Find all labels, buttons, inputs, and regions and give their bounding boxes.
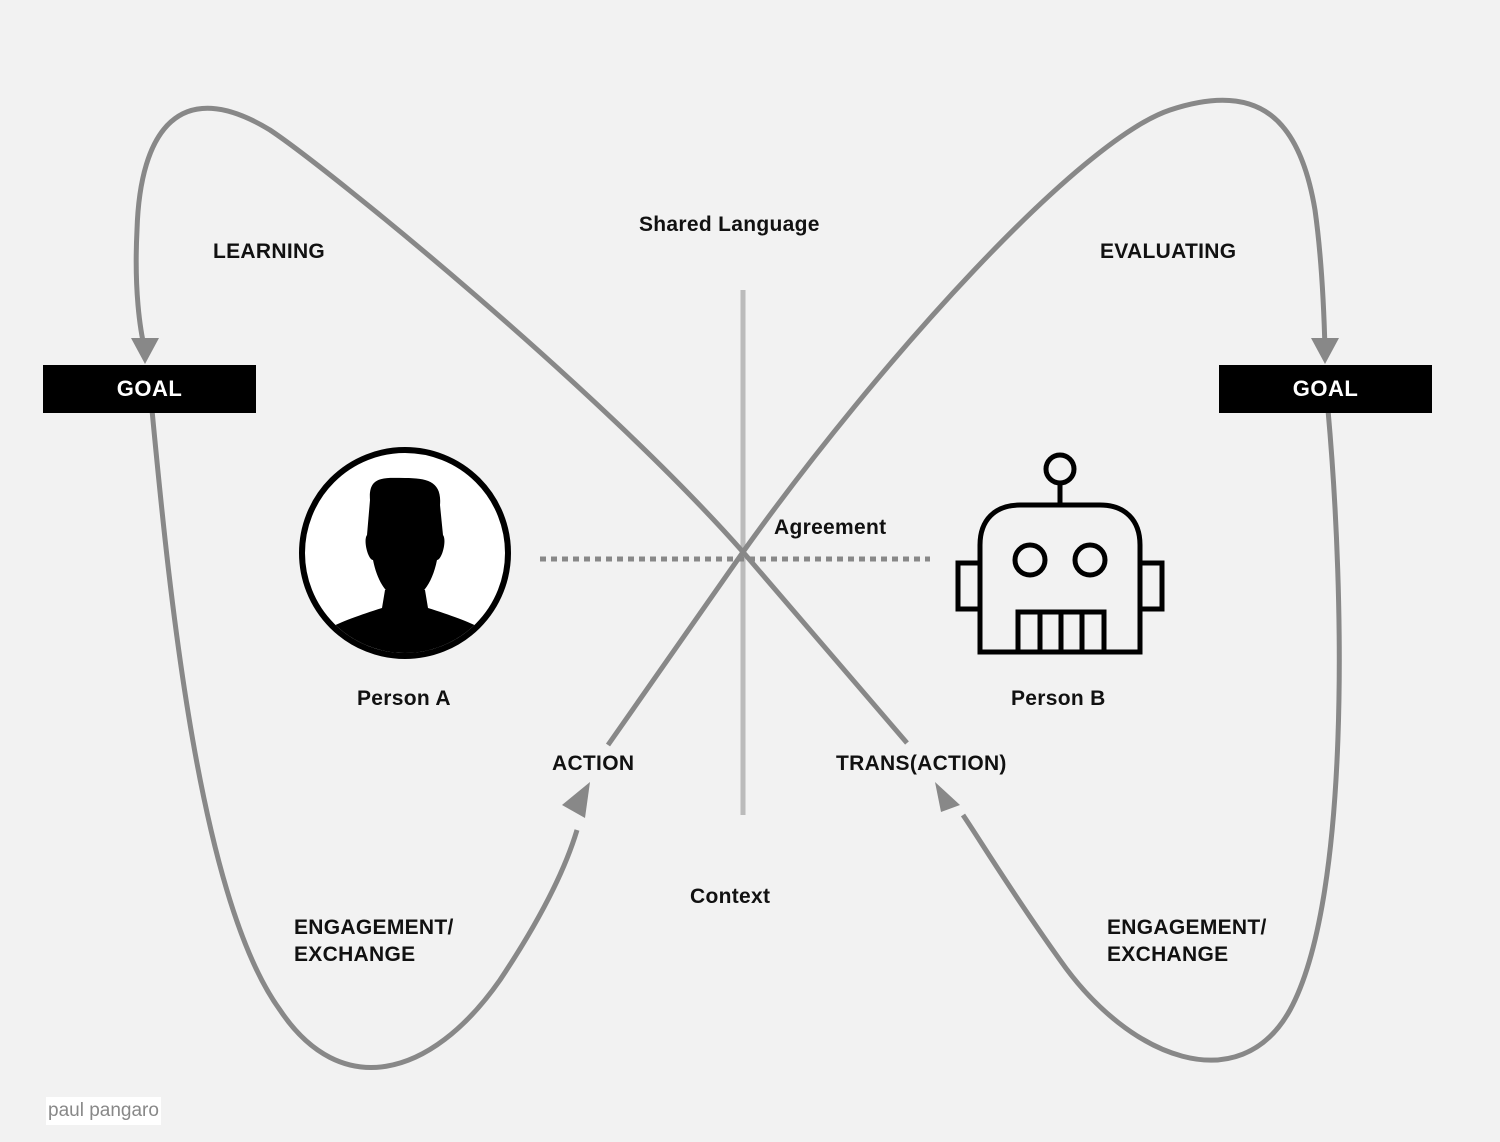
arrow-head-learning [131, 338, 159, 364]
goal-box-right: GOAL [1219, 365, 1432, 413]
person-b-label: Person B [1011, 687, 1106, 710]
learning-label: LEARNING [213, 240, 326, 263]
right-loop-evaluating [739, 97, 1328, 745]
right-loop-engagement [960, 409, 1342, 1063]
transaction-label: TRANS(ACTION) [836, 752, 1007, 775]
person-a-label: Person A [357, 687, 451, 710]
engagement-left-line1: ENGAGEMENT/ [294, 916, 454, 939]
evaluating-label: EVALUATING [1100, 240, 1237, 263]
person-silhouette-icon [299, 447, 511, 659]
action-label: ACTION [552, 752, 635, 775]
context-label: Context [690, 885, 771, 908]
shared-language-label: Shared Language [639, 213, 820, 236]
engagement-left-line2: EXCHANGE [294, 943, 416, 966]
arrow-head-engagement-left [562, 782, 590, 818]
left-loop-learning [133, 105, 747, 747]
left-loop-engagement [149, 409, 580, 1070]
goal-box-left: GOAL [43, 365, 256, 413]
arrow-head-evaluating [1311, 338, 1339, 364]
engagement-right-line1: ENGAGEMENT/ [1107, 916, 1267, 939]
engagement-right-line2: EXCHANGE [1107, 943, 1229, 966]
robot-icon [955, 452, 1165, 655]
agreement-label: Agreement [774, 516, 887, 539]
arrow-head-engagement-right [935, 782, 960, 812]
author-credit: paul pangaro [46, 1097, 161, 1125]
